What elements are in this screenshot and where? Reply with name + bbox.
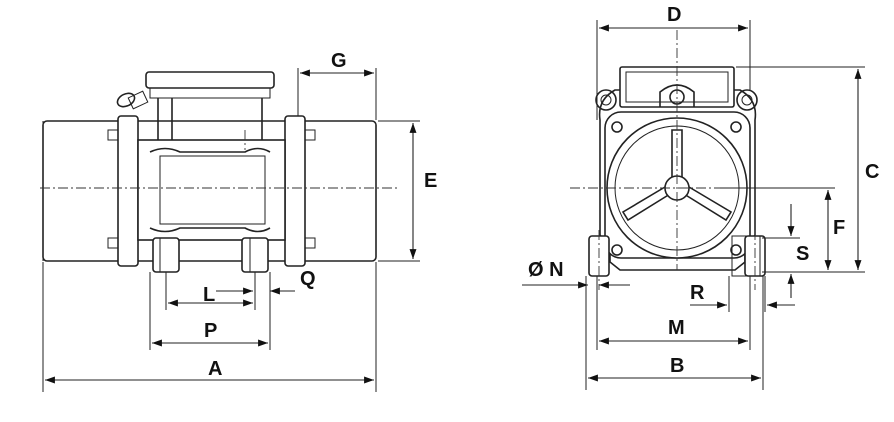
label-q: Q (300, 268, 316, 290)
label-p: P (204, 320, 217, 342)
label-s: S (796, 243, 809, 265)
label-e: E (424, 170, 437, 192)
side-view: A P L Q G E (40, 50, 437, 392)
left-foot (152, 237, 180, 273)
label-m: M (668, 317, 685, 339)
label-l: L (203, 284, 215, 306)
label-g: G (331, 50, 347, 72)
label-f: F (833, 217, 845, 239)
label-n: Ø N (528, 259, 564, 281)
label-r: R (690, 282, 705, 304)
front-view: D C F S B M R Ø N (522, 4, 879, 390)
label-a: A (208, 358, 222, 380)
right-flange (284, 115, 306, 267)
cable-gland (116, 92, 136, 108)
label-d: D (667, 4, 681, 26)
label-c: C (865, 161, 879, 183)
label-b: B (670, 355, 684, 377)
left-flange (117, 115, 139, 267)
central-housing (137, 139, 286, 241)
right-foot (241, 237, 269, 273)
terminal-box-lid (145, 71, 275, 89)
